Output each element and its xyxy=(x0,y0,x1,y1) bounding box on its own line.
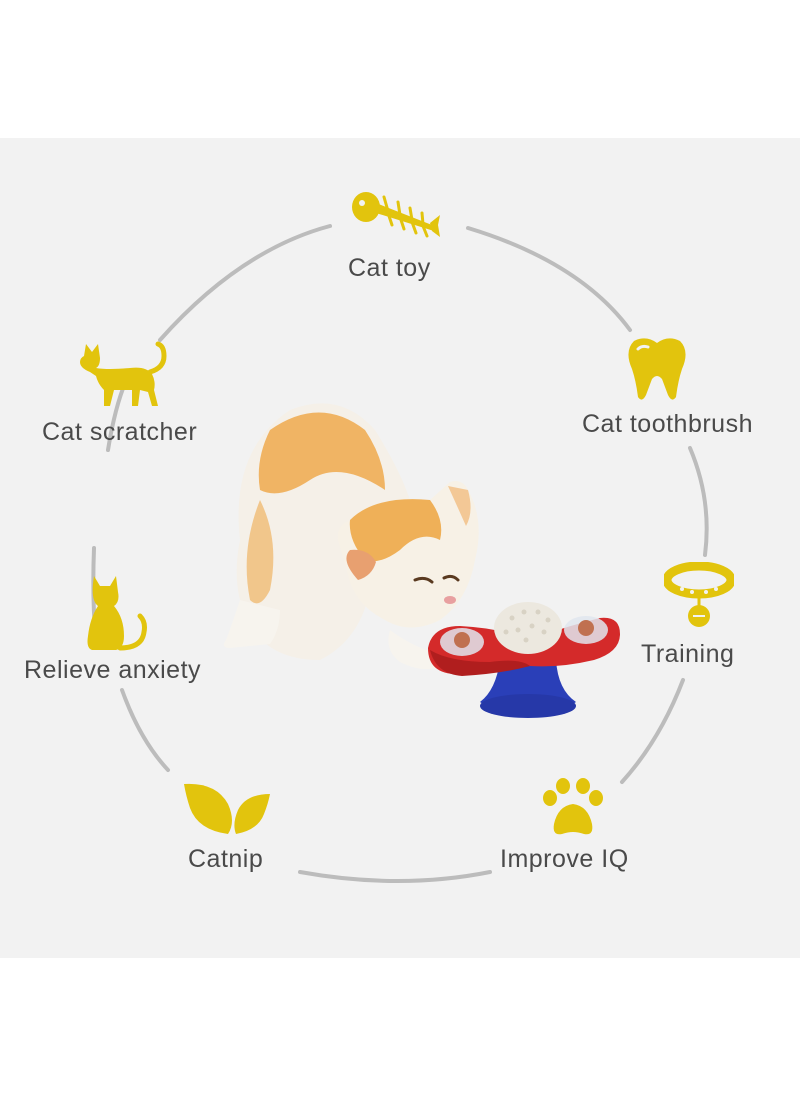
kitten-illustration xyxy=(223,403,479,670)
paw-print-icon xyxy=(543,778,603,835)
feature-label-cat-toothbrush: Cat toothbrush xyxy=(582,410,753,438)
sitting-cat-icon xyxy=(87,576,147,651)
kitten-with-toy-photo xyxy=(223,403,620,718)
feature-label-cat-toy: Cat toy xyxy=(348,254,431,282)
tooth-icon xyxy=(628,338,686,400)
feature-label-relieve-anxiety: Relieve anxiety xyxy=(24,656,202,684)
feature-label-improve-iq: Improve IQ xyxy=(500,845,629,873)
feature-label-training: Training xyxy=(641,640,735,668)
collar-icon xyxy=(664,562,734,627)
feature-label-catnip: Catnip xyxy=(188,845,264,873)
walking-cat-icon xyxy=(80,341,167,406)
leaf-icon xyxy=(184,783,270,834)
feature-label-cat-scratcher: Cat scratcher xyxy=(42,418,198,446)
windmill-toy-illustration xyxy=(428,602,620,718)
fish-bone-icon xyxy=(352,192,440,238)
